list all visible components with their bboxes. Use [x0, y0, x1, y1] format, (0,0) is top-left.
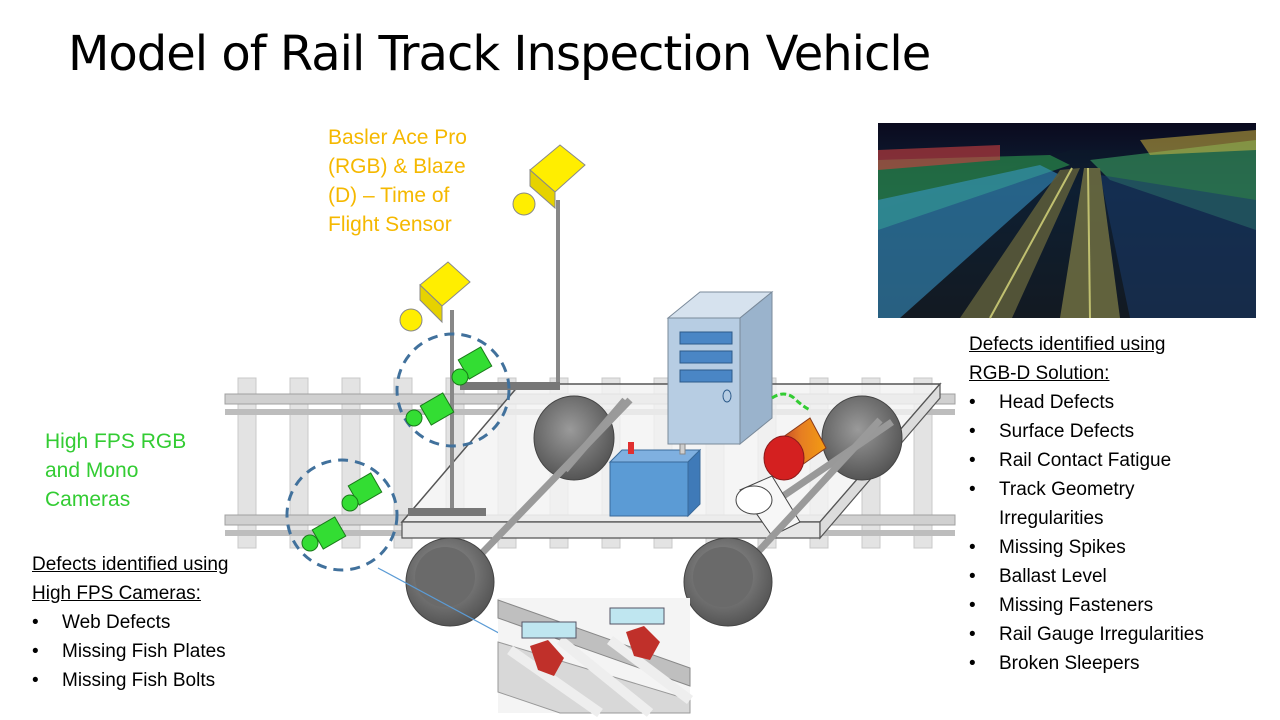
list-item: Rail Gauge Irregularities [969, 620, 1204, 649]
list-item: Surface Defects [969, 417, 1204, 446]
camera-group-circle-lower [285, 458, 399, 572]
green-camera-1 [451, 346, 493, 386]
slide-title: Model of Rail Track Inspection Vehicle [68, 26, 931, 82]
fastener-inset [497, 598, 693, 718]
green-camera-2 [405, 392, 455, 427]
green-camera-4 [301, 516, 347, 552]
list-item: Rail Contact Fatigue [969, 446, 1204, 475]
list-item: Missing Fish Plates [32, 637, 228, 666]
front-wheels [405, 397, 883, 627]
list-item: Web Defects [32, 608, 228, 637]
fps-defects-heading: Defects identified using High FPS Camera… [32, 554, 229, 604]
green-camera-3 [341, 472, 383, 512]
tof-camera-top [512, 144, 586, 216]
list-item: Missing Fasteners [969, 591, 1204, 620]
tof-sensor-label: Basler Ace Pro (RGB) & Blaze (D) – Time … [328, 126, 467, 236]
tof-camera-middle [399, 261, 471, 332]
list-item: Ballast Level [969, 562, 1204, 591]
point-cloud-image [878, 123, 1256, 319]
rgbd-defects-list: Defects identified using RGB-D Solution:… [969, 330, 1204, 678]
rgbd-defects-heading: Defects identified using RGB-D Solution: [969, 334, 1166, 384]
camera-group-circle-upper [395, 332, 511, 448]
battery [608, 442, 702, 518]
list-item: Missing Fish Bolts [32, 666, 228, 695]
high-fps-cameras-label: High FPS RGB and Mono Cameras [45, 430, 187, 511]
list-item: Missing Spikes [969, 533, 1204, 562]
fps-defects-list: Defects identified using High FPS Camera… [32, 550, 235, 695]
computer-tower [666, 290, 774, 446]
list-item: Head Defects [969, 388, 1204, 417]
list-item: Broken Sleepers [969, 649, 1204, 678]
